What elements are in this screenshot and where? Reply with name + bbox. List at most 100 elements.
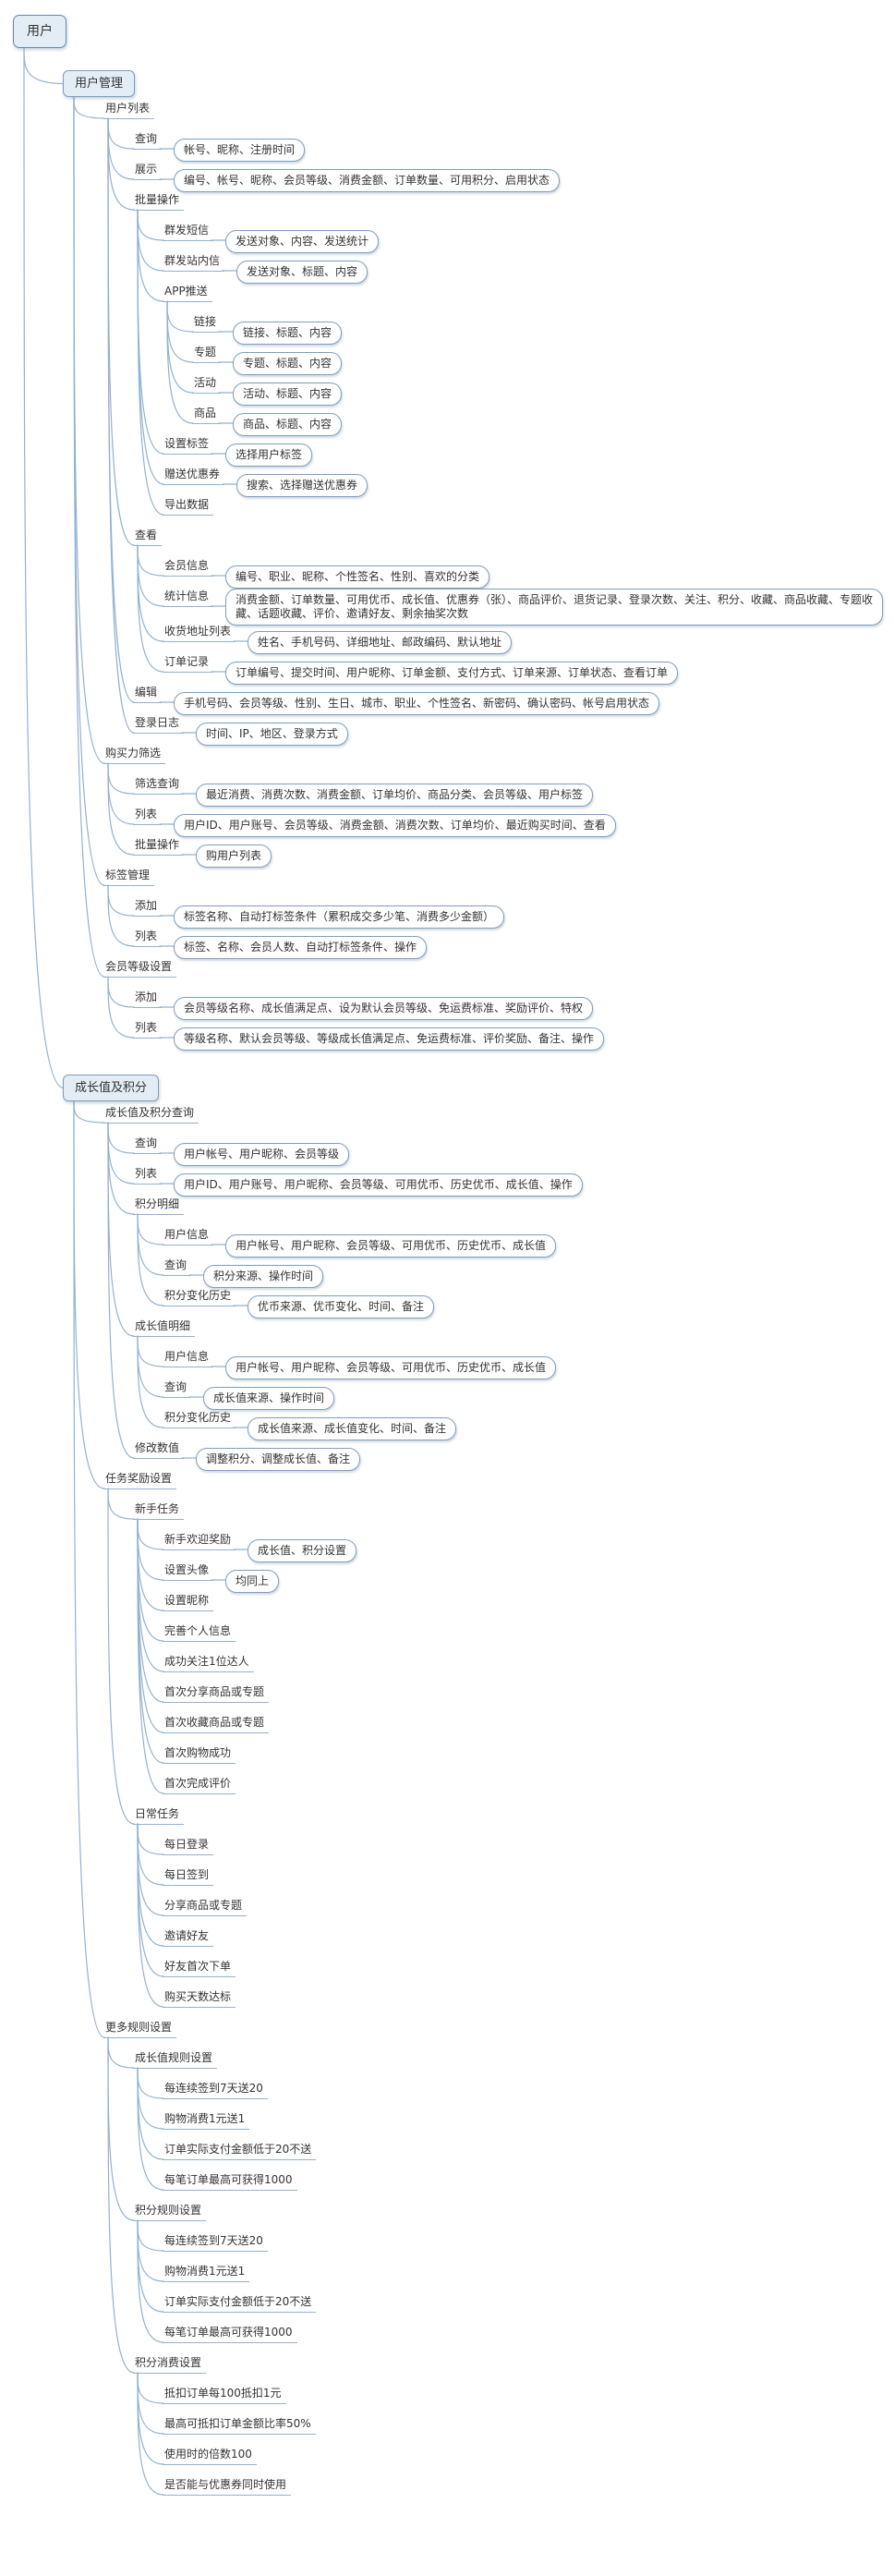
detail-topic[interactable]: 消费金额、订单数量、可用优币、成长值、优惠券（张）、商品评价、退货记录、登录次数…: [225, 589, 883, 626]
subtopic[interactable]: 登录日志: [133, 715, 185, 734]
subtopic[interactable]: 首次分享商品或专题: [163, 1684, 270, 1703]
subtopic[interactable]: 每笔订单最高可获得1000: [163, 2172, 297, 2191]
subtopic[interactable]: 收货地址列表: [163, 624, 236, 642]
subtopic[interactable]: 活动: [192, 375, 222, 394]
subtopic[interactable]: 列表: [133, 807, 163, 825]
detail-topic[interactable]: 调整积分、调整成长值、备注: [196, 1448, 361, 1471]
subtopic[interactable]: 添加: [133, 898, 163, 917]
subtopic[interactable]: 订单实际支付金额低于20不送: [163, 2294, 317, 2313]
subtopic[interactable]: 成长值规则设置: [133, 2050, 218, 2069]
subtopic[interactable]: 购买天数达标: [163, 1989, 236, 2008]
subtopic[interactable]: 修改数值: [133, 1440, 185, 1459]
subtopic[interactable]: 邀请好友: [163, 1928, 214, 1947]
subtopic[interactable]: 首次完成评价: [163, 1776, 236, 1794]
subtopic[interactable]: 展示: [133, 162, 163, 180]
detail-topic[interactable]: 发送对象、内容、发送统计: [225, 230, 380, 253]
detail-topic[interactable]: 专题、标题、内容: [233, 352, 343, 375]
detail-topic[interactable]: 姓名、手机号码、详细地址、邮政编码、默认地址: [248, 631, 513, 654]
subtopic[interactable]: 查询: [163, 1258, 192, 1276]
subtopic[interactable]: 首次收藏商品或专题: [163, 1715, 270, 1733]
detail-topic[interactable]: 积分来源、操作时间: [203, 1265, 324, 1288]
detail-topic[interactable]: 标签名称、自动打标签条件（累积成交多少笔、消费多少金额）: [174, 905, 505, 929]
subtopic[interactable]: 购物消费1元送1: [163, 2111, 250, 2130]
subtopic[interactable]: 链接: [192, 314, 222, 333]
detail-topic[interactable]: 均同上: [225, 1570, 280, 1593]
subtopic[interactable]: 首次购物成功: [163, 1745, 236, 1764]
subtopic[interactable]: 每连续签到7天送20: [163, 2081, 268, 2099]
subtopic[interactable]: 查询: [133, 1136, 163, 1154]
subtopic[interactable]: 每日登录: [163, 1837, 214, 1855]
subtopic[interactable]: 新手欢迎奖励: [163, 1532, 236, 1550]
subtopic[interactable]: 会员等级设置: [103, 959, 177, 978]
subtopic[interactable]: 积分变化历史: [163, 1288, 236, 1306]
subtopic[interactable]: 群发短信: [163, 223, 214, 241]
subtopic[interactable]: 批量操作: [133, 837, 185, 856]
detail-topic[interactable]: 商品、标题、内容: [233, 413, 343, 436]
subtopic[interactable]: 完善个人信息: [163, 1623, 236, 1642]
subtopic[interactable]: 新手任务: [133, 1501, 185, 1520]
subtopic[interactable]: 更多规则设置: [103, 2020, 177, 2038]
detail-topic[interactable]: 选择用户标签: [225, 444, 313, 467]
subtopic[interactable]: 编辑: [133, 685, 163, 703]
subtopic[interactable]: 每笔订单最高可获得1000: [163, 2325, 297, 2343]
detail-topic[interactable]: 成长值来源、操作时间: [203, 1387, 335, 1410]
subtopic[interactable]: 订单记录: [163, 654, 214, 673]
subtopic[interactable]: 会员信息: [163, 558, 214, 577]
detail-topic[interactable]: 优币来源、优币变化、时间、备注: [248, 1295, 435, 1318]
main-topic[interactable]: 成长值及积分: [63, 1075, 160, 1101]
detail-topic[interactable]: 成长值、积分设置: [248, 1539, 357, 1562]
subtopic[interactable]: APP推送: [163, 284, 212, 302]
subtopic[interactable]: 成功关注1位达人: [163, 1654, 254, 1672]
subtopic[interactable]: 设置头像: [163, 1562, 214, 1581]
detail-topic[interactable]: 成长值来源、成长值变化、时间、备注: [248, 1417, 457, 1440]
subtopic[interactable]: 分享商品或专题: [163, 1898, 248, 1916]
subtopic[interactable]: 查看: [133, 528, 163, 546]
subtopic[interactable]: 商品: [192, 406, 222, 424]
subtopic[interactable]: 任务奖励设置: [103, 1471, 177, 1489]
subtopic[interactable]: 导出数据: [163, 497, 214, 516]
subtopic[interactable]: 是否能与优惠券同时使用: [163, 2477, 292, 2496]
detail-topic[interactable]: 编号、职业、昵称、个性签名、性别、喜欢的分类: [225, 565, 490, 589]
subtopic[interactable]: 专题: [192, 345, 222, 363]
subtopic[interactable]: 查询: [133, 131, 163, 150]
detail-topic[interactable]: 帐号、昵称、注册时间: [174, 139, 306, 162]
detail-topic[interactable]: 标签、名称、会员人数、自动打标签条件、操作: [174, 936, 428, 959]
main-topic[interactable]: 用户管理: [63, 70, 136, 97]
detail-topic[interactable]: 编号、帐号、昵称、会员等级、消费金额、订单数量、可用积分、启用状态: [174, 169, 561, 192]
subtopic[interactable]: 筛选查询: [133, 776, 185, 795]
subtopic[interactable]: 积分规则设置: [133, 2203, 207, 2221]
subtopic[interactable]: 标签管理: [103, 868, 155, 886]
subtopic[interactable]: 使用时的倍数100: [163, 2447, 257, 2465]
detail-topic[interactable]: 会员等级名称、成长值满足点、设为默认会员等级、免运费标准、奖励评价、特权: [174, 997, 594, 1020]
subtopic[interactable]: 设置标签: [163, 436, 214, 455]
subtopic[interactable]: 列表: [133, 1020, 163, 1039]
detail-topic[interactable]: 订单编号、提交时间、用户昵称、订单金额、支付方式、订单来源、订单状态、查看订单: [225, 662, 679, 685]
subtopic[interactable]: 用户信息: [163, 1227, 214, 1245]
detail-topic[interactable]: 用户帐号、用户昵称、会员等级: [174, 1143, 350, 1166]
subtopic[interactable]: 每日签到: [163, 1867, 214, 1886]
subtopic[interactable]: 统计信息: [163, 589, 214, 607]
detail-topic[interactable]: 活动、标题、内容: [233, 383, 343, 406]
detail-topic[interactable]: 用户ID、用户账号、会员等级、消费金额、消费次数、订单均价、最近购买时间、查看: [174, 814, 616, 837]
subtopic[interactable]: 批量操作: [133, 192, 185, 211]
subtopic[interactable]: 成长值及积分查询: [103, 1105, 199, 1124]
detail-topic[interactable]: 时间、IP、地区、登录方式: [196, 723, 348, 746]
subtopic[interactable]: 积分变化历史: [163, 1410, 236, 1428]
subtopic[interactable]: 列表: [133, 1166, 163, 1185]
subtopic[interactable]: 积分消费设置: [133, 2355, 207, 2374]
detail-topic[interactable]: 用户帐号、用户昵称、会员等级、可用优币、历史优币、成长值: [225, 1356, 557, 1379]
subtopic[interactable]: 购买力筛选: [103, 746, 166, 764]
subtopic[interactable]: 日常任务: [133, 1806, 185, 1825]
subtopic[interactable]: 成长值明细: [133, 1318, 196, 1337]
subtopic[interactable]: 群发站内信: [163, 253, 225, 272]
subtopic[interactable]: 用户列表: [103, 101, 155, 119]
subtopic[interactable]: 订单实际支付金额低于20不送: [163, 2142, 317, 2160]
subtopic[interactable]: 赠送优惠券: [163, 467, 225, 485]
subtopic[interactable]: 添加: [133, 990, 163, 1008]
detail-topic[interactable]: 用户帐号、用户昵称、会员等级、可用优币、历史优币、成长值: [225, 1234, 557, 1258]
subtopic[interactable]: 好友首次下单: [163, 1959, 236, 1977]
detail-topic[interactable]: 等级名称、默认会员等级、等级成长值满足点、免运费标准、评价奖励、备注、操作: [174, 1027, 605, 1051]
detail-topic[interactable]: 链接、标题、内容: [233, 322, 343, 345]
detail-topic[interactable]: 用户ID、用户账号、用户昵称、会员等级、可用优币、历史优币、成长值、操作: [174, 1173, 583, 1197]
detail-topic[interactable]: 手机号码、会员等级、性别、生日、城市、职业、个性签名、新密码、确认密码、帐号启用…: [174, 692, 660, 715]
